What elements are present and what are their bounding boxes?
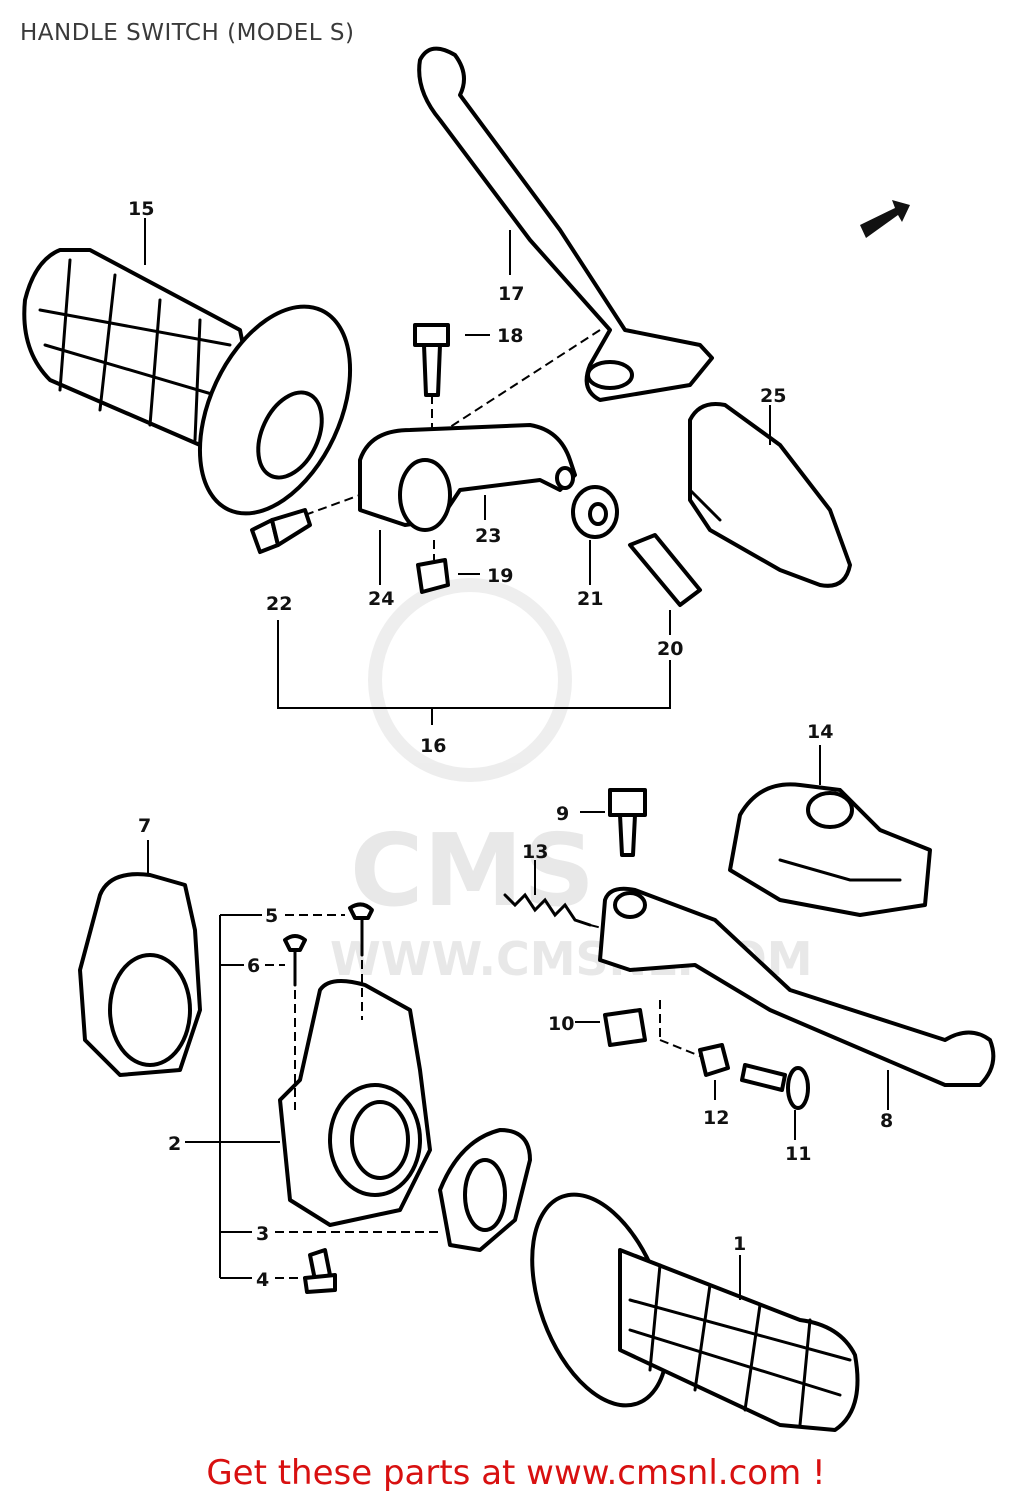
part-11-bolt	[740, 1063, 810, 1140]
page-title: HANDLE SWITCH (MODEL S)	[20, 20, 355, 46]
part-12-nut	[698, 1043, 730, 1100]
part-10-nut	[575, 1008, 647, 1047]
callout-5: 5	[265, 905, 278, 927]
part-18-bolt	[413, 323, 490, 430]
part-14-clutch-holder	[728, 745, 932, 917]
part-25-lever-cover	[688, 402, 852, 588]
left-bracket-lines	[219, 914, 440, 1279]
callout-22: 22	[266, 593, 292, 615]
part-21-collar	[571, 485, 619, 585]
callout-14: 14	[807, 721, 833, 743]
callout-4: 4	[256, 1269, 269, 1291]
part-1-right-grip	[530, 1192, 860, 1432]
callout-6: 6	[247, 955, 260, 977]
callout-13: 13	[522, 841, 548, 863]
cms-watermark: CMS WWW.CMSNL.COM	[330, 578, 813, 986]
part-7-switch-cover	[78, 840, 202, 1077]
callout-11: 11	[785, 1143, 811, 1165]
part-6-screw	[283, 934, 307, 1110]
part-4-screw	[303, 1248, 337, 1294]
callout-10: 10	[548, 1013, 574, 1035]
get-parts-link[interactable]: Get these parts at www.cmsnl.com !	[206, 1453, 826, 1493]
callout-12: 12	[703, 1107, 729, 1129]
front-direction-arrow-icon	[860, 200, 910, 238]
callout-17: 17	[498, 283, 524, 305]
callout-9: 9	[556, 803, 569, 825]
callout-3: 3	[256, 1223, 269, 1245]
callout-15: 15	[128, 198, 154, 220]
part-19-nut	[416, 540, 480, 594]
callout-25: 25	[760, 385, 786, 407]
callout-8: 8	[880, 1110, 893, 1132]
part-20-adjuster	[628, 533, 702, 635]
watermark-logo: CMS	[350, 812, 595, 929]
callout-21: 21	[577, 588, 603, 610]
callout-labels: 15 17 18 25 23 19 22 24 21 20 16 14 7 9 …	[128, 198, 893, 1291]
callout-18: 18	[497, 325, 523, 347]
part-5-screw	[348, 902, 374, 1020]
part-16-bracket	[277, 620, 671, 725]
part-3-plate	[438, 1128, 532, 1252]
callout-20: 20	[657, 638, 683, 660]
callout-1: 1	[733, 1233, 746, 1255]
part-2-switch-housing	[185, 979, 432, 1227]
callout-2: 2	[168, 1133, 181, 1155]
part-15-left-grip	[22, 218, 353, 516]
callout-19: 19	[487, 565, 513, 587]
part-9-pivot-bolt	[580, 788, 647, 857]
part-17-front-brake-lever	[417, 46, 714, 441]
callout-24: 24	[368, 588, 394, 610]
callout-23: 23	[475, 525, 501, 547]
callout-7: 7	[138, 815, 151, 837]
part-22-screw	[250, 494, 361, 554]
part-23-lever-holder	[358, 423, 577, 585]
callout-16: 16	[420, 735, 446, 757]
